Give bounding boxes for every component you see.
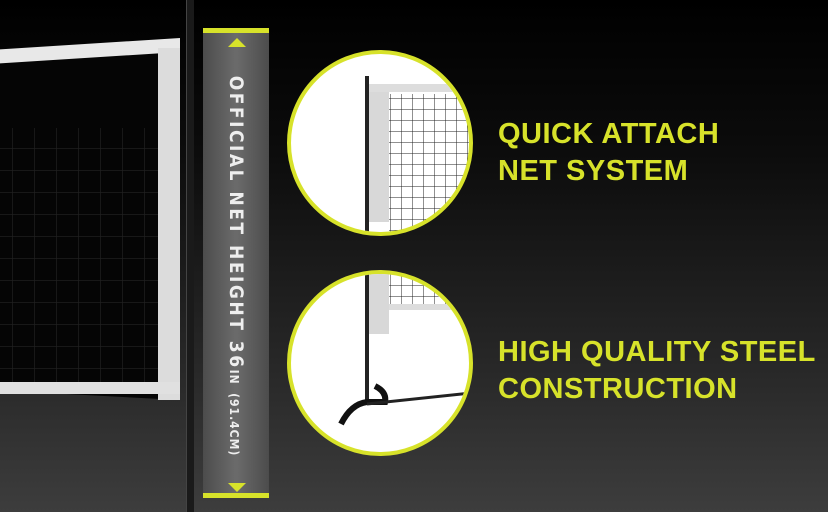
net-height-gauge: OFFICIAL NET HEIGHT 36IN (91.4CM): [203, 28, 269, 498]
feature-title-line2: CONSTRUCTION: [498, 373, 738, 405]
height-value: OFFICIAL NET HEIGHT 36: [225, 75, 247, 370]
feature-quick-attach: QUICK ATTACH NET SYSTEM: [498, 116, 719, 190]
feature-title-line2: NET SYSTEM: [498, 155, 689, 187]
gauge-bottom-line: [203, 493, 269, 498]
arrow-up-icon: [228, 38, 246, 47]
net-illustration: [0, 38, 180, 400]
feature-title-line1: HIGH QUALITY STEEL: [498, 336, 816, 368]
feature-title-line1: QUICK ATTACH: [498, 118, 720, 150]
quick-attach-detail-image: [287, 50, 473, 236]
steel-construction-detail-image: [287, 270, 473, 456]
height-metric: (91.4CM): [227, 393, 241, 457]
feature-steel-construction: HIGH QUALITY STEEL CONSTRUCTION: [498, 334, 816, 408]
gauge-top-line: [203, 28, 269, 33]
arrow-down-icon: [228, 483, 246, 492]
net-height-label: OFFICIAL NET HEIGHT 36IN (91.4CM): [225, 76, 247, 457]
height-unit: IN: [227, 369, 241, 385]
net-pole: [186, 0, 194, 512]
